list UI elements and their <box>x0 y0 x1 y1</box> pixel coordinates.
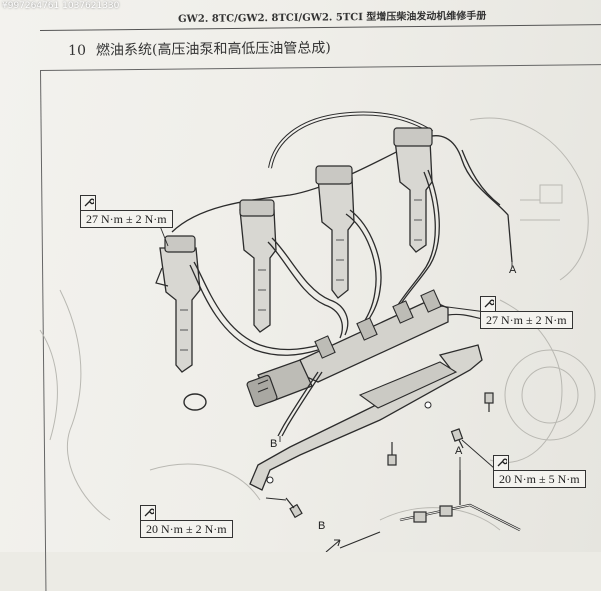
fuel-injector-1 <box>155 235 201 373</box>
fuel-injector-2 <box>239 199 277 333</box>
watermark: ¥997264761 1037621330 <box>2 1 120 11</box>
fuel-system-diagram <box>39 111 596 552</box>
background-engine-ghost <box>39 117 596 531</box>
bracket-bolts <box>285 392 494 519</box>
arrow-icon <box>325 539 341 552</box>
fuel-injector-4 <box>393 127 433 253</box>
supply-line-to-b <box>277 371 323 437</box>
ref-label-b-bottom: B <box>318 520 326 532</box>
ref-label-b-left: B <box>270 438 278 450</box>
leak-off-tee <box>339 470 521 549</box>
torque-value: 20 N·m ± 2 N·m <box>140 520 233 538</box>
torque-value: 20 N·m ± 5 N·m <box>493 470 586 488</box>
wrench-icon <box>493 455 509 471</box>
injector-seal-ring <box>183 393 207 411</box>
rail-pressure-sensor <box>246 359 313 408</box>
torque-callout-bracket-bolt-left: 20 N·m ± 2 N·m <box>140 505 233 538</box>
wrench-icon <box>80 195 96 211</box>
return-line <box>171 111 513 263</box>
torque-callout-injector-clamp: 27 N·m ± 2 N·m <box>80 195 173 228</box>
torque-callout-bracket-bolt-right: 20 N·m ± 5 N·m <box>493 455 586 488</box>
fuel-injector-3 <box>315 165 355 299</box>
ref-label-a-top: A <box>509 264 517 276</box>
wrench-icon <box>140 505 156 521</box>
mounting-bracket <box>249 344 483 491</box>
high-pressure-lines <box>189 169 440 356</box>
torque-value: 27 N·m ± 2 N·m <box>480 311 573 329</box>
torque-callout-rail-bolts: 27 N·m ± 2 N·m <box>480 296 573 329</box>
leader-lines <box>159 225 513 501</box>
wrench-icon <box>480 296 496 312</box>
ref-label-a-mid: A <box>455 445 463 457</box>
torque-value: 27 N·m ± 2 N·m <box>80 210 173 228</box>
